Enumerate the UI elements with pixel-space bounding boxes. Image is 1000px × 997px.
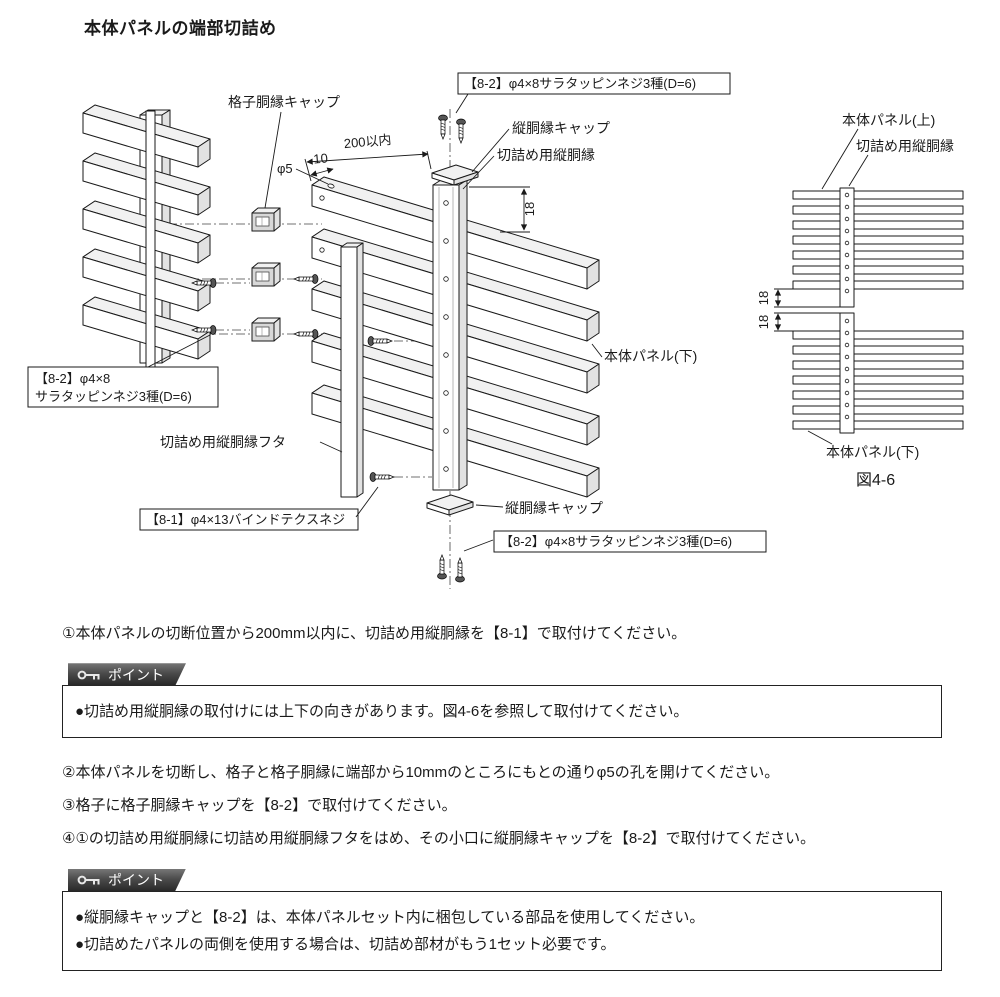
futa-strip bbox=[340, 242, 364, 498]
point-tab: ポイント bbox=[68, 663, 186, 686]
key-icon bbox=[77, 669, 101, 681]
step-2: ②本体パネルを切断し、格子と格子胴縁に端部から10mmのところにもとの通りφ5の… bbox=[62, 763, 780, 781]
svg-text:【8-2】φ4×8サラタッピンネジ3種(D=6): 【8-2】φ4×8サラタッピンネジ3種(D=6) bbox=[464, 76, 696, 91]
key-icon bbox=[77, 874, 101, 886]
vertical-post bbox=[432, 179, 468, 491]
screw bbox=[438, 114, 448, 140]
fig46-dim-18-lower: 18 bbox=[756, 315, 771, 329]
fig46-panel-lower-label: 本体パネル(下) bbox=[826, 444, 919, 460]
lattice-cap bbox=[251, 262, 281, 287]
screw bbox=[456, 118, 466, 144]
step-1: ①本体パネルの切断位置から200mm以内に、切詰め用縦胴縁を【8-1】で取付けて… bbox=[62, 625, 687, 642]
left-panel-assembly bbox=[82, 104, 211, 368]
bottom-cap bbox=[426, 494, 474, 516]
point-label: ポイント bbox=[108, 666, 164, 683]
page-title: 本体パネルの端部切詰め bbox=[84, 19, 277, 38]
label-screw-8-2-left: 【8-2】φ4×8 サラタッピンネジ3種(D=6) bbox=[27, 366, 219, 408]
callout-labels: 格子胴縁キャップ 【8-2】φ4×8サラタッピンネジ3種(D=6) 縦胴縁キャッ… bbox=[27, 72, 767, 553]
fig46-dim-18-upper: 18 bbox=[756, 291, 771, 305]
dim-200: 200以内 bbox=[343, 132, 392, 151]
svg-text:【8-1】φ4×13バインドテクスネジ: 【8-1】φ4×13バインドテクスネジ bbox=[146, 512, 345, 527]
label-futa: 切詰め用縦胴縁フタ bbox=[160, 434, 286, 450]
top-cap bbox=[431, 164, 479, 186]
label-screw-8-1: 【8-1】φ4×13バインドテクスネジ bbox=[139, 508, 359, 531]
label-screw-8-2-bottom: 【8-2】φ4×8サラタッピンネジ3種(D=6) bbox=[493, 530, 767, 553]
point-tab: ポイント bbox=[68, 869, 186, 892]
dim-10: 10 bbox=[313, 150, 329, 166]
dimensions: 200以内 10 φ5 18 bbox=[277, 132, 537, 233]
lattice-cap bbox=[251, 317, 281, 342]
svg-text:【8-2】φ4×8: 【8-2】φ4×8 bbox=[35, 371, 110, 386]
main-exploded-view bbox=[311, 164, 600, 516]
screw bbox=[293, 329, 319, 339]
assembly-diagram: 200以内 10 φ5 18 格子胴縁キャップ 【8-2】φ4×8サラタッピンネ… bbox=[27, 72, 964, 589]
fig46-upper-panel bbox=[792, 187, 964, 308]
step-3: ③格子に格子胴縁キャップを【8-2】で取付けてください。 bbox=[62, 797, 457, 814]
point-box-1: ポイント ●切詰め用縦胴縁の取付けには上下の向きがあります。図4-6を参照して取… bbox=[62, 685, 942, 738]
svg-text:サラタッピンネジ3種(D=6): サラタッピンネジ3種(D=6) bbox=[35, 389, 192, 404]
instructions-section: ①本体パネルの切断位置から200mm以内に、切詰め用縦胴縁を【8-1】で取付けて… bbox=[0, 621, 1000, 971]
screw bbox=[437, 554, 447, 580]
fig46-rail-label: 切詰め用縦胴縁 bbox=[856, 138, 954, 154]
label-screw-8-2-top: 【8-2】φ4×8サラタッピンネジ3種(D=6) bbox=[457, 72, 731, 95]
fig46-lower-panel bbox=[792, 312, 964, 434]
lattice-cap bbox=[251, 207, 281, 232]
screw bbox=[455, 557, 465, 583]
point-label: ポイント bbox=[108, 872, 164, 888]
label-tate-cap-top: 縦胴縁キャップ bbox=[512, 120, 610, 136]
screw bbox=[293, 274, 319, 284]
label-panel-lower: 本体パネル(下) bbox=[604, 348, 697, 364]
lattice-caps bbox=[251, 207, 281, 342]
fig46-caption: 図4-6 bbox=[856, 472, 895, 489]
label-lattice-cap: 格子胴縁キャップ bbox=[228, 94, 340, 110]
front-fill-strip bbox=[145, 110, 156, 368]
point-item: ●切詰め用縦胴縁の取付けには上下の向きがあります。図4-6を参照して取付けてくだ… bbox=[75, 703, 689, 721]
fig46-panel-upper-label: 本体パネル(上) bbox=[842, 112, 935, 128]
svg-text:【8-2】φ4×8サラタッピンネジ3種(D=6): 【8-2】φ4×8サラタッピンネジ3種(D=6) bbox=[500, 534, 732, 549]
dim-18: 18 bbox=[522, 202, 537, 216]
label-tate-cap-bottom: 縦胴縁キャップ bbox=[505, 500, 603, 516]
screw bbox=[367, 336, 393, 346]
dim-phi5: φ5 bbox=[277, 161, 293, 176]
screw bbox=[369, 472, 395, 482]
point-item: ●切詰めたパネルの両側を使用する場合は、切詰め部材がもう1セット必要です。 bbox=[75, 936, 616, 953]
label-kiritsume-tate: 切詰め用縦胴縁 bbox=[497, 147, 595, 163]
figure-4-6: 本体パネル(上) 切詰め用縦胴縁 18 18 bbox=[756, 112, 964, 489]
step-4: ④①の切詰め用縦胴縁に切詰め用縦胴縁フタをはめ、その小口に縦胴縁キャップを【8-… bbox=[62, 830, 816, 848]
slat bbox=[82, 104, 211, 168]
point-item: ●縦胴縁キャップと【8-2】は、本体パネルセット内に梱包している部品を使用してく… bbox=[75, 908, 705, 926]
point-box-2: ポイント ●縦胴縁キャップと【8-2】は、本体パネルセット内に梱包している部品を… bbox=[62, 891, 942, 971]
